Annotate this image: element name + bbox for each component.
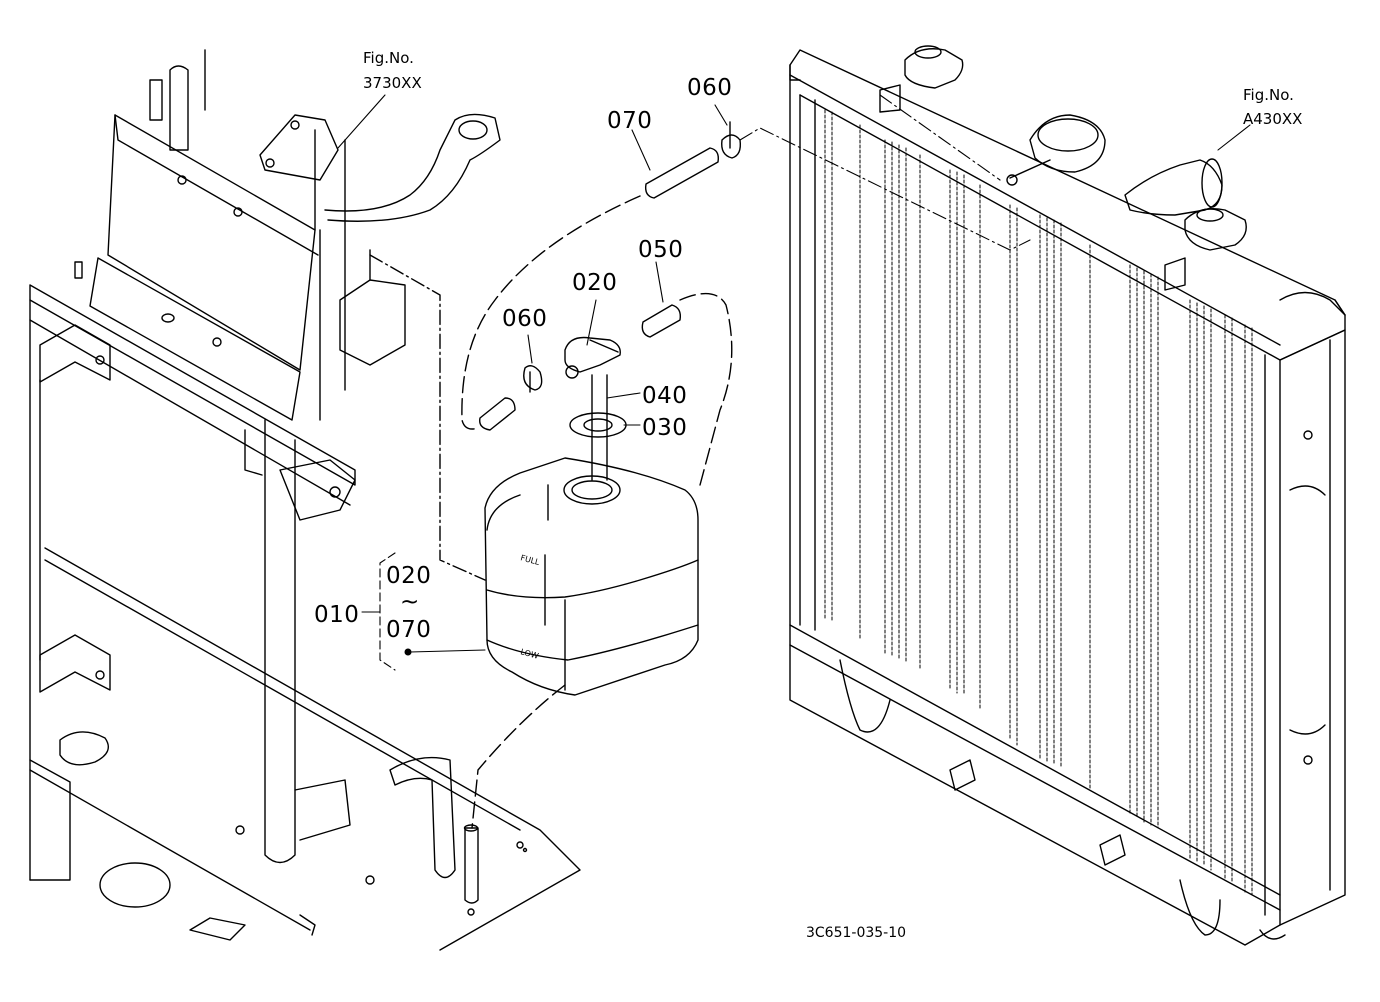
part-030-label: 030 <box>642 415 687 441</box>
tank-full-mark: FULL <box>519 553 541 567</box>
drawing-code: 3C651-035-10 <box>806 925 906 941</box>
part-060-left-label: 060 <box>502 306 547 332</box>
fig-ref-a430-line2: A430XX <box>1243 110 1302 128</box>
callout-labels: Fig.No. 3730XX Fig.No. A430XX 070 060 05… <box>314 49 1302 941</box>
part-010-label: 010 <box>314 602 359 628</box>
radiator-fins <box>824 109 1253 896</box>
fig-ref-3730-line2: 3730XX <box>363 74 422 92</box>
tank-low-mark: LOW <box>519 647 539 660</box>
reference-dot <box>404 648 412 656</box>
hose-routing <box>461 195 733 829</box>
range-end-label: 070 <box>386 617 431 643</box>
leader-lines <box>337 94 1251 671</box>
fig-ref-3730-line1: Fig.No. <box>363 49 414 67</box>
range-start-label: 020 <box>386 563 431 589</box>
range-tilde: ~ <box>400 589 420 615</box>
radiator <box>789 45 1346 946</box>
reserve-tank <box>484 457 699 696</box>
part-060-top-label: 060 <box>687 75 732 101</box>
part-070-top-label: 070 <box>607 108 652 134</box>
part-050-label: 050 <box>638 237 683 263</box>
part-020-label: 020 <box>572 270 617 296</box>
part-040-label: 040 <box>642 383 687 409</box>
fig-ref-a430-line1: Fig.No. <box>1243 86 1294 104</box>
frame-assembly <box>29 49 581 951</box>
cap-assembly <box>479 121 742 481</box>
